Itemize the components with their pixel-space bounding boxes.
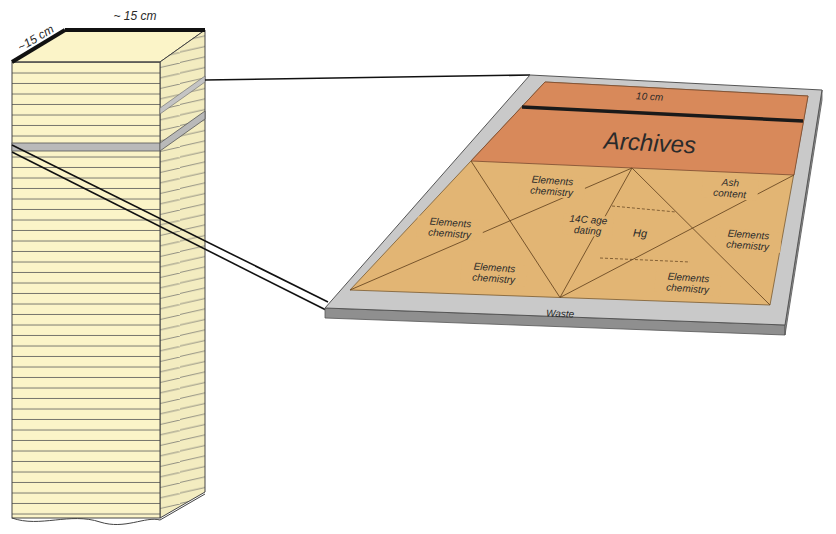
zone-label: Waste: [544, 308, 577, 320]
dimension-label: ~ 15 cm: [111, 10, 158, 23]
analysis-label: Hg: [631, 228, 650, 241]
peat-monolith: [12, 30, 205, 525]
analysis-label: Elements chemistry: [460, 260, 527, 286]
slice-plate: [325, 75, 822, 335]
analysis-label: 14C age dating: [562, 213, 613, 237]
analysis-label: Elements chemistry: [714, 227, 781, 253]
analysis-label: Ash content: [701, 176, 758, 201]
dimension-bar: [65, 28, 205, 32]
zone-label: Archives: [601, 128, 698, 158]
analysis-label: Elements chemistry: [518, 173, 585, 199]
analysis-label: Elements chemistry: [654, 270, 721, 296]
dimension-label: 10 cm: [634, 91, 666, 103]
analysis-label: Elements chemistry: [416, 215, 483, 241]
